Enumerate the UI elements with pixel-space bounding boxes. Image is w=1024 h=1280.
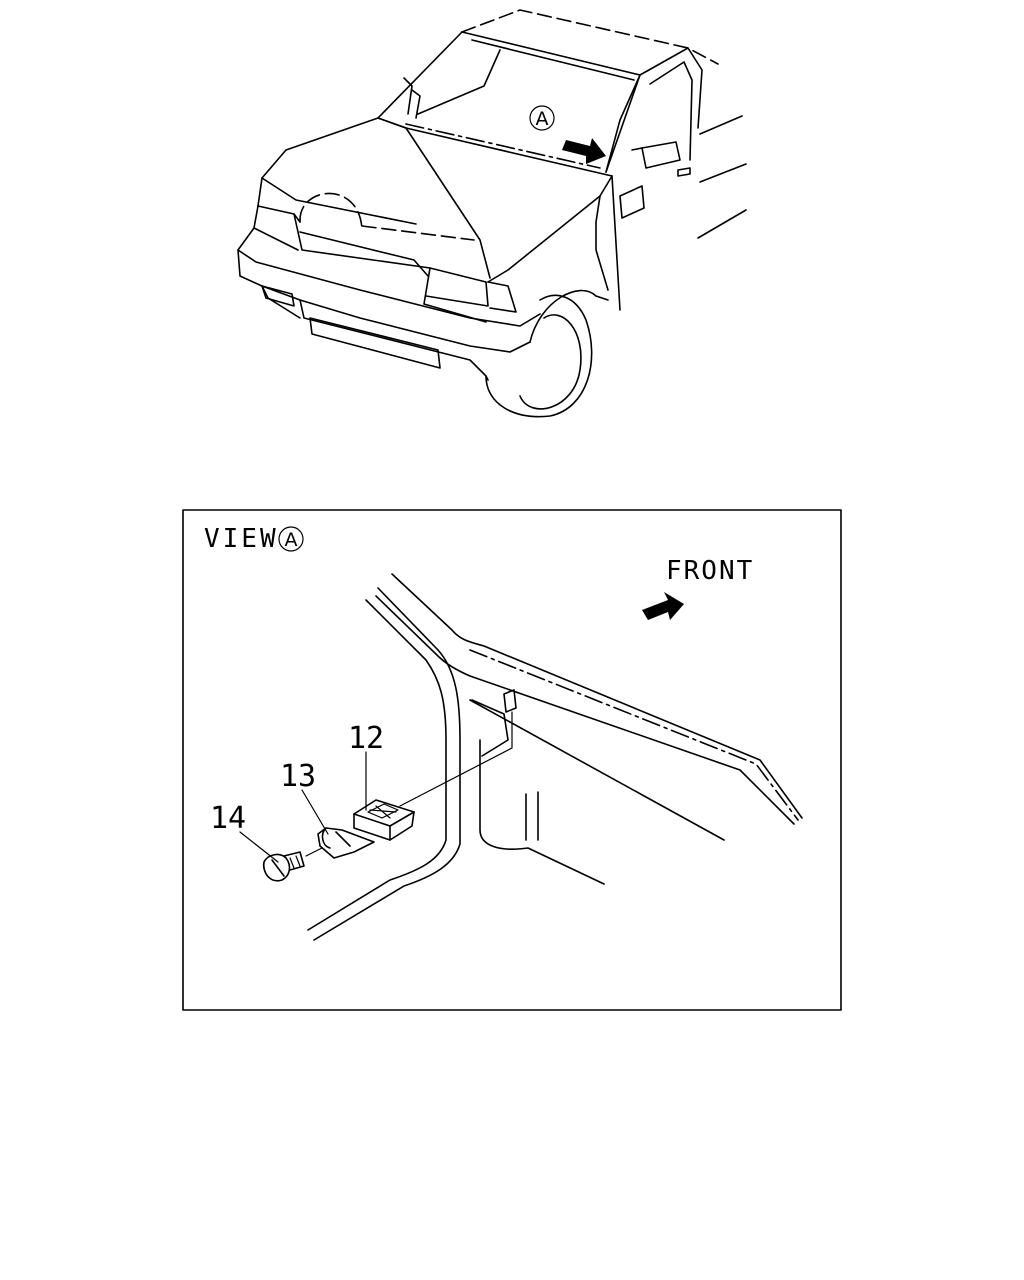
view-a-panel: VIEW A FRONT 12	[182, 509, 842, 1011]
view-marker-circle-label: A	[536, 108, 549, 130]
front-direction-label: FRONT	[666, 556, 754, 586]
view-panel-title: VIEW	[204, 524, 279, 554]
view-panel-title-marker: A	[285, 529, 298, 551]
part-14-bolt	[262, 847, 323, 882]
callout-14-leader	[239, 831, 279, 863]
callout-14-label: 14	[210, 801, 246, 836]
callout-13-label: 13	[280, 759, 316, 794]
part-12-pad	[353, 799, 415, 841]
callout-12-label: 12	[348, 721, 384, 756]
mount-receptacle	[503, 689, 517, 713]
truck-overview: A	[237, 9, 747, 418]
callout-13-leader	[301, 789, 329, 835]
front-direction-arrow	[642, 592, 684, 620]
view-panel-title-circle	[278, 526, 304, 552]
view-panel-frame	[182, 509, 842, 1011]
